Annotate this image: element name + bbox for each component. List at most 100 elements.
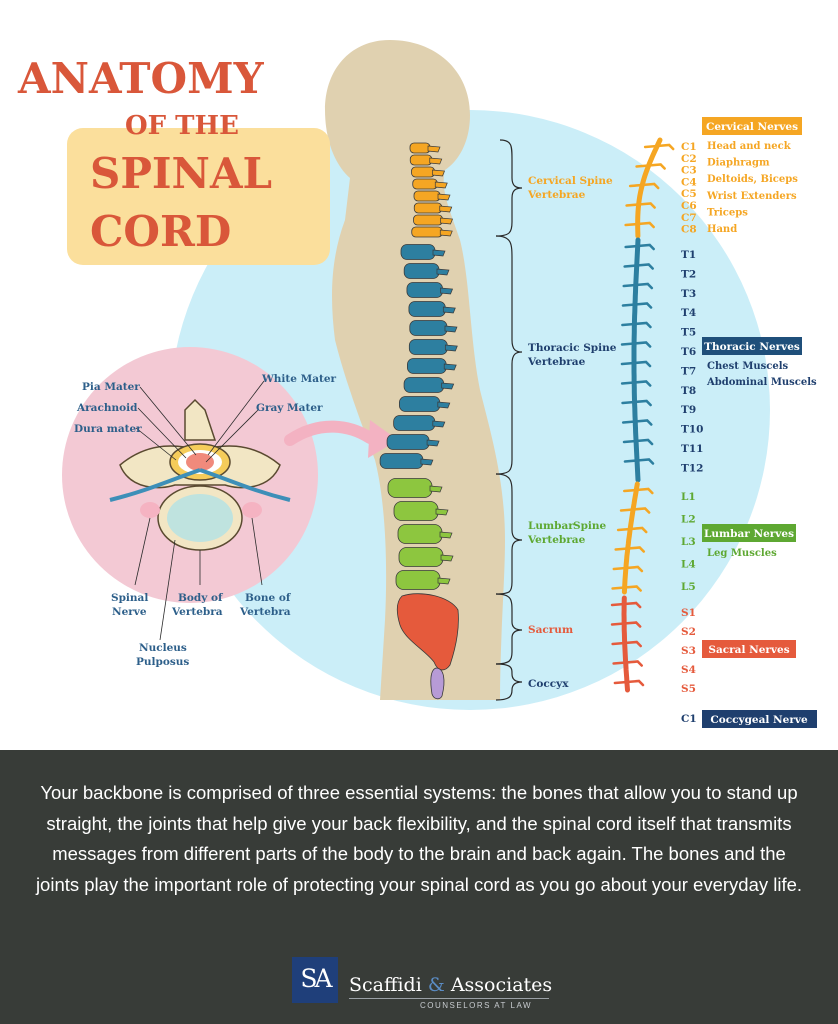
nerve-branch [614,547,630,551]
nerve-branch [635,487,654,495]
thoracic-level-T5: T5 [681,327,696,339]
nerve-branch [622,439,638,444]
cervical-level-C7: C7 [681,212,697,224]
bone-vertebra-label-1: Bone of [245,592,292,604]
nerve-branch [616,527,632,532]
title-box [67,128,330,265]
nerve-branch [655,143,675,151]
nerve-branch [636,221,655,229]
nerve-branch [611,641,626,646]
coccyx-label: Coccyx [528,678,569,690]
cervical-nerve-item: Wrist Extenders [706,191,797,202]
pia-mater-label: Pia Mater [82,381,140,393]
lumbar-cord [621,481,640,595]
lumbar-region-label-1b: Spine [573,520,607,532]
nucleus-label-1: Nucleus [139,642,187,654]
thoracic-level-T2: T2 [681,268,696,280]
nerve-branch [612,566,628,571]
nerve-branch [612,661,627,665]
nerve-branch [621,420,637,424]
nerve-branch [621,322,636,327]
nerve-branch [633,419,653,426]
title-line-2: OF THE [125,111,239,141]
bone-vertebra-label-2: Vertebra [239,606,291,618]
thoracic-level-T4: T4 [681,307,696,319]
thoracic-vertebra [408,301,456,317]
vertebra-cross-section [109,398,291,551]
thoracic-item-2: Abdominal Muscels [706,377,817,388]
nerve-branch [611,586,626,590]
thoracic-vertebra [403,263,450,279]
footer [0,750,838,1024]
nerve-branch [633,302,653,309]
spine-column [379,142,459,700]
nerve-branch [635,263,654,270]
cervical-vertebra [413,214,454,226]
logo-mark-text: SA [300,964,332,993]
spine-anatomy-diagram: ANATOMY OF THE SPINAL CORD Pia Mater Ara… [17,40,817,728]
thoracic-level-T7: T7 [681,365,696,377]
title-line-3: SPINAL [90,149,272,198]
cervical-level-C3: C3 [681,165,697,177]
nerve-branch [624,244,639,249]
nerve-branch [623,585,642,592]
coccyx-bone [430,667,445,700]
logo-ampersand: & [427,974,445,996]
cervical-nerve-item: Head and neck [707,141,792,152]
nerve-branch [635,164,650,168]
lumbar-vertebra [397,524,453,544]
lumbar-vertebra [393,501,449,521]
spinal-cord-nerves [610,137,675,693]
nerve-branch [620,342,636,346]
nerve-branch [610,602,626,607]
title-line-1: ANATOMY [17,54,265,103]
nerve-branch [637,202,656,209]
cervical-region-label-1: Cervical Spine [528,175,613,187]
cervical-level-C2: C2 [681,153,697,165]
nerve-branch [621,303,637,307]
cervical-cord [635,137,663,239]
thoracic-vertebra [406,282,454,298]
spinal-nerve-label-1: Spinal [111,592,148,604]
dura-mater-label: Dura mater [74,423,142,435]
cervical-vertebra [409,142,441,154]
nerve-branch [628,526,648,534]
sacral-nerves-header-bg [702,640,796,658]
nerve-branch [624,565,644,573]
thoracic-vertebra [408,339,458,355]
cervical-nerves-header-bg [702,117,802,135]
cervical-nerve-item: Deltoids, Biceps [707,174,798,185]
gray-mater-label: Gray Mater [256,402,323,414]
cervical-vertebra [413,202,453,214]
nerve-branch [610,622,626,626]
thoracic-vertebra [403,377,455,393]
lumbar-level-L3: L3 [681,536,696,548]
thoracic-vertebra [393,415,446,431]
nerve-branch [622,621,642,628]
arachnoid-label: Arachnoid [76,402,138,414]
description-text: Your backbone is comprised of three esse… [35,782,803,895]
thoracic-level-T8: T8 [681,385,696,397]
region-braces [495,139,523,701]
thoracic-region-label-1: Thoracic Spine [528,342,617,354]
lumbar-nerves-header-bg [702,524,796,542]
nerve-branch [622,601,642,609]
nerve-branch [632,360,652,368]
sacral-level-S4: S4 [681,664,696,676]
nerve-branch [625,203,640,207]
thoracic-vertebra [386,434,440,450]
logo-name: Scaffidi & Associates [349,974,552,996]
sacrum-bone [396,593,459,671]
lumbar-vertebra [387,478,443,498]
cervical-nerve-item: Diaphragm [707,158,770,169]
sacral-level-S2: S2 [681,626,696,638]
lumbar-level-L2: L2 [681,514,696,526]
thoracic-level-T9: T9 [681,404,696,416]
nerve-branch [634,438,654,446]
cervical-level-C1: C1 [681,141,697,153]
nerve-branch [620,381,636,385]
cervical-vertebra [409,154,443,166]
nerve-branch [621,400,636,405]
logo-tagline: COUNSELORS AT LAW [420,1001,533,1010]
